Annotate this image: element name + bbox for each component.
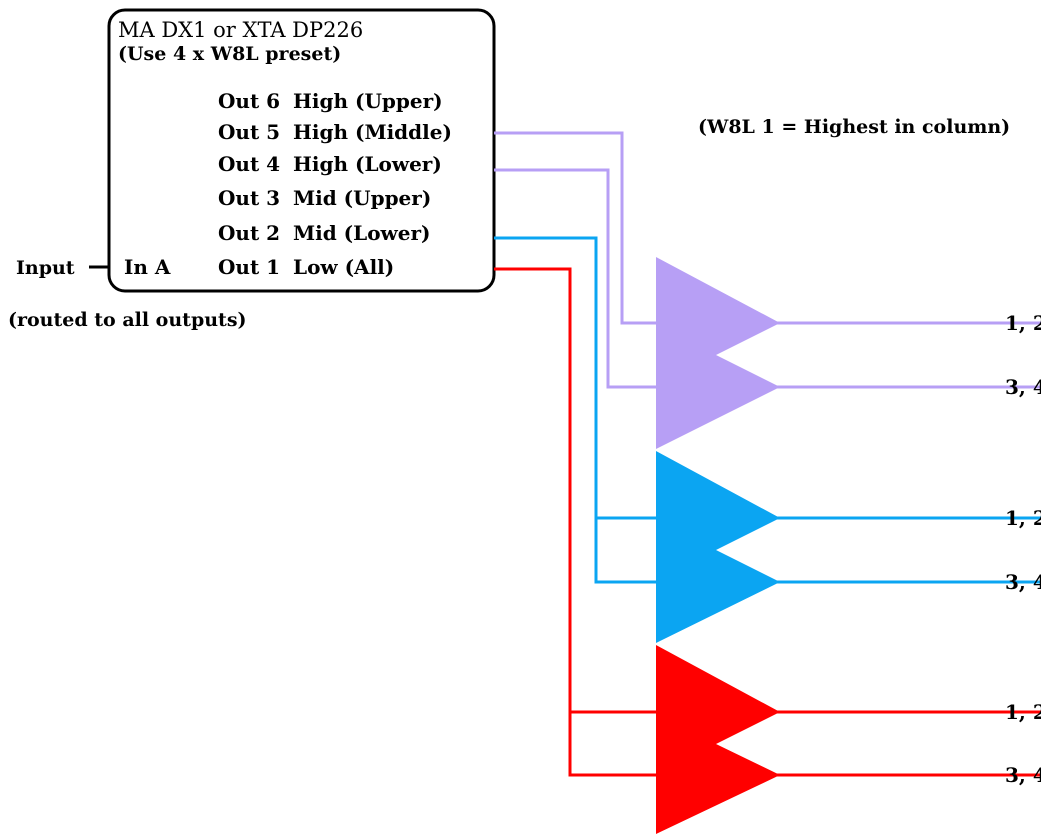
- out5-port: Out 5: [218, 120, 280, 144]
- amp-mid-symbol: [656, 451, 780, 643]
- out4-name: High (Lower): [293, 152, 442, 176]
- processor-box: [107, 8, 496, 293]
- amp-high-symbol: [656, 257, 780, 449]
- out2-port: Out 2: [218, 221, 280, 245]
- amp-out-mid-1: 1, 2: [1005, 506, 1041, 530]
- processor-subtitle: (Use 4 x W8L preset): [118, 43, 341, 65]
- mid-wire-out2: [494, 236, 1041, 584]
- legend-note: (W8L 1 = Highest in column): [698, 116, 1010, 138]
- out3-name: Mid (Upper): [293, 186, 431, 210]
- out6-port: Out 6: [218, 89, 280, 113]
- input-label: Input: [16, 257, 75, 279]
- out1-name: Low (All): [293, 255, 394, 279]
- processor-title: MA DX1 or XTA DP226: [118, 18, 363, 42]
- amp-low-symbol: [656, 645, 780, 834]
- amp-out-high-1: 1, 2: [1005, 311, 1041, 335]
- amp-out-low-1: 1, 2: [1005, 700, 1041, 724]
- input-routing-note: (routed to all outputs): [8, 309, 247, 331]
- out3-port: Out 3: [218, 186, 280, 210]
- high-wire-out5: [494, 131, 1041, 325]
- out5-name: High (Middle): [293, 120, 452, 144]
- out2-name: Mid (Lower): [293, 221, 431, 245]
- input-port-label: In A: [124, 255, 171, 279]
- amp-out-high-2: 3, 4: [1005, 375, 1041, 399]
- out4-port: Out 4: [218, 152, 280, 176]
- amp-out-low-2: 3, 4: [1005, 763, 1041, 787]
- out6-name: High (Upper): [293, 89, 443, 113]
- low-wire-out1: [494, 267, 1041, 777]
- high-wire-out4: [494, 168, 1041, 389]
- out1-port: Out 1: [218, 255, 280, 279]
- amp-out-mid-2: 3, 4: [1005, 570, 1041, 594]
